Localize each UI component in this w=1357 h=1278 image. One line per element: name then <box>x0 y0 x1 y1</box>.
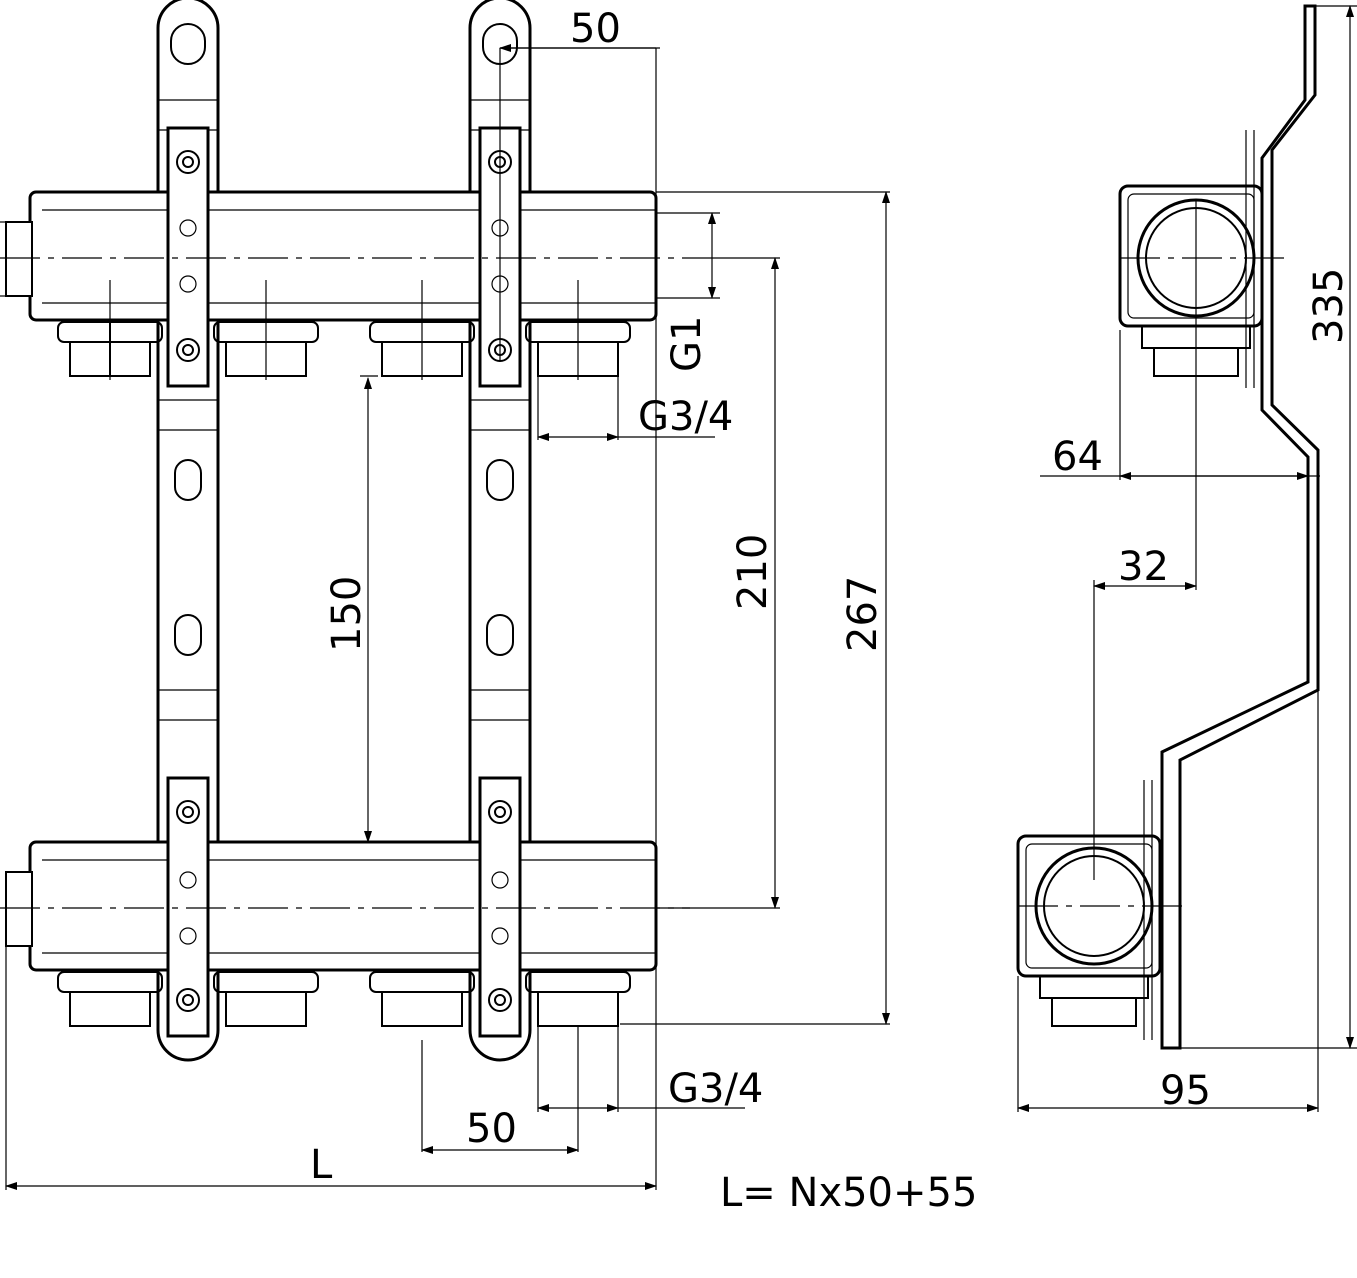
side-dimension-lines <box>1017 5 1357 1112</box>
mounting-bracket-left <box>156 0 220 1062</box>
top-outlets <box>57 321 631 377</box>
side-top-bar <box>1118 130 1290 590</box>
dim-outlet-thread-top: G3/4 <box>638 394 733 440</box>
dim-outlet-thread-bottom: G3/4 <box>668 1066 763 1112</box>
dim-side-depth: 95 <box>1160 1068 1211 1114</box>
top-manifold-bar <box>0 190 658 322</box>
extension-lines <box>5 47 890 1190</box>
dim-side-height: 335 <box>1306 268 1352 344</box>
dim-inlet-thread: G1 <box>664 316 710 372</box>
dim-length-symbol: L <box>310 1142 333 1188</box>
dim-top-offset: 64 <box>1052 434 1103 480</box>
dim-outlet-spacing: 50 <box>466 1106 517 1152</box>
front-view: 50 G1 G3/4 150 210 267 G3/4 50 L <box>0 0 890 1190</box>
dim-pipe-center-distance: 210 <box>730 534 776 610</box>
dim-bracket-spacing: 50 <box>570 6 621 52</box>
bottom-manifold-bar <box>5 840 658 972</box>
side-view: 64 32 335 95 <box>1016 4 1357 1114</box>
dim-total-height: 267 <box>840 576 886 652</box>
center-axes <box>0 257 690 909</box>
dimension-lines <box>5 44 890 1190</box>
side-bottom-bar <box>1016 580 1190 1040</box>
side-bracket-profile <box>1160 4 1320 1050</box>
dim-mount-center-distance: 150 <box>324 576 370 652</box>
length-formula: L= Nx50+55 <box>720 1170 977 1216</box>
bottom-outlets <box>57 971 631 1027</box>
dim-bottom-offset: 32 <box>1118 544 1169 590</box>
